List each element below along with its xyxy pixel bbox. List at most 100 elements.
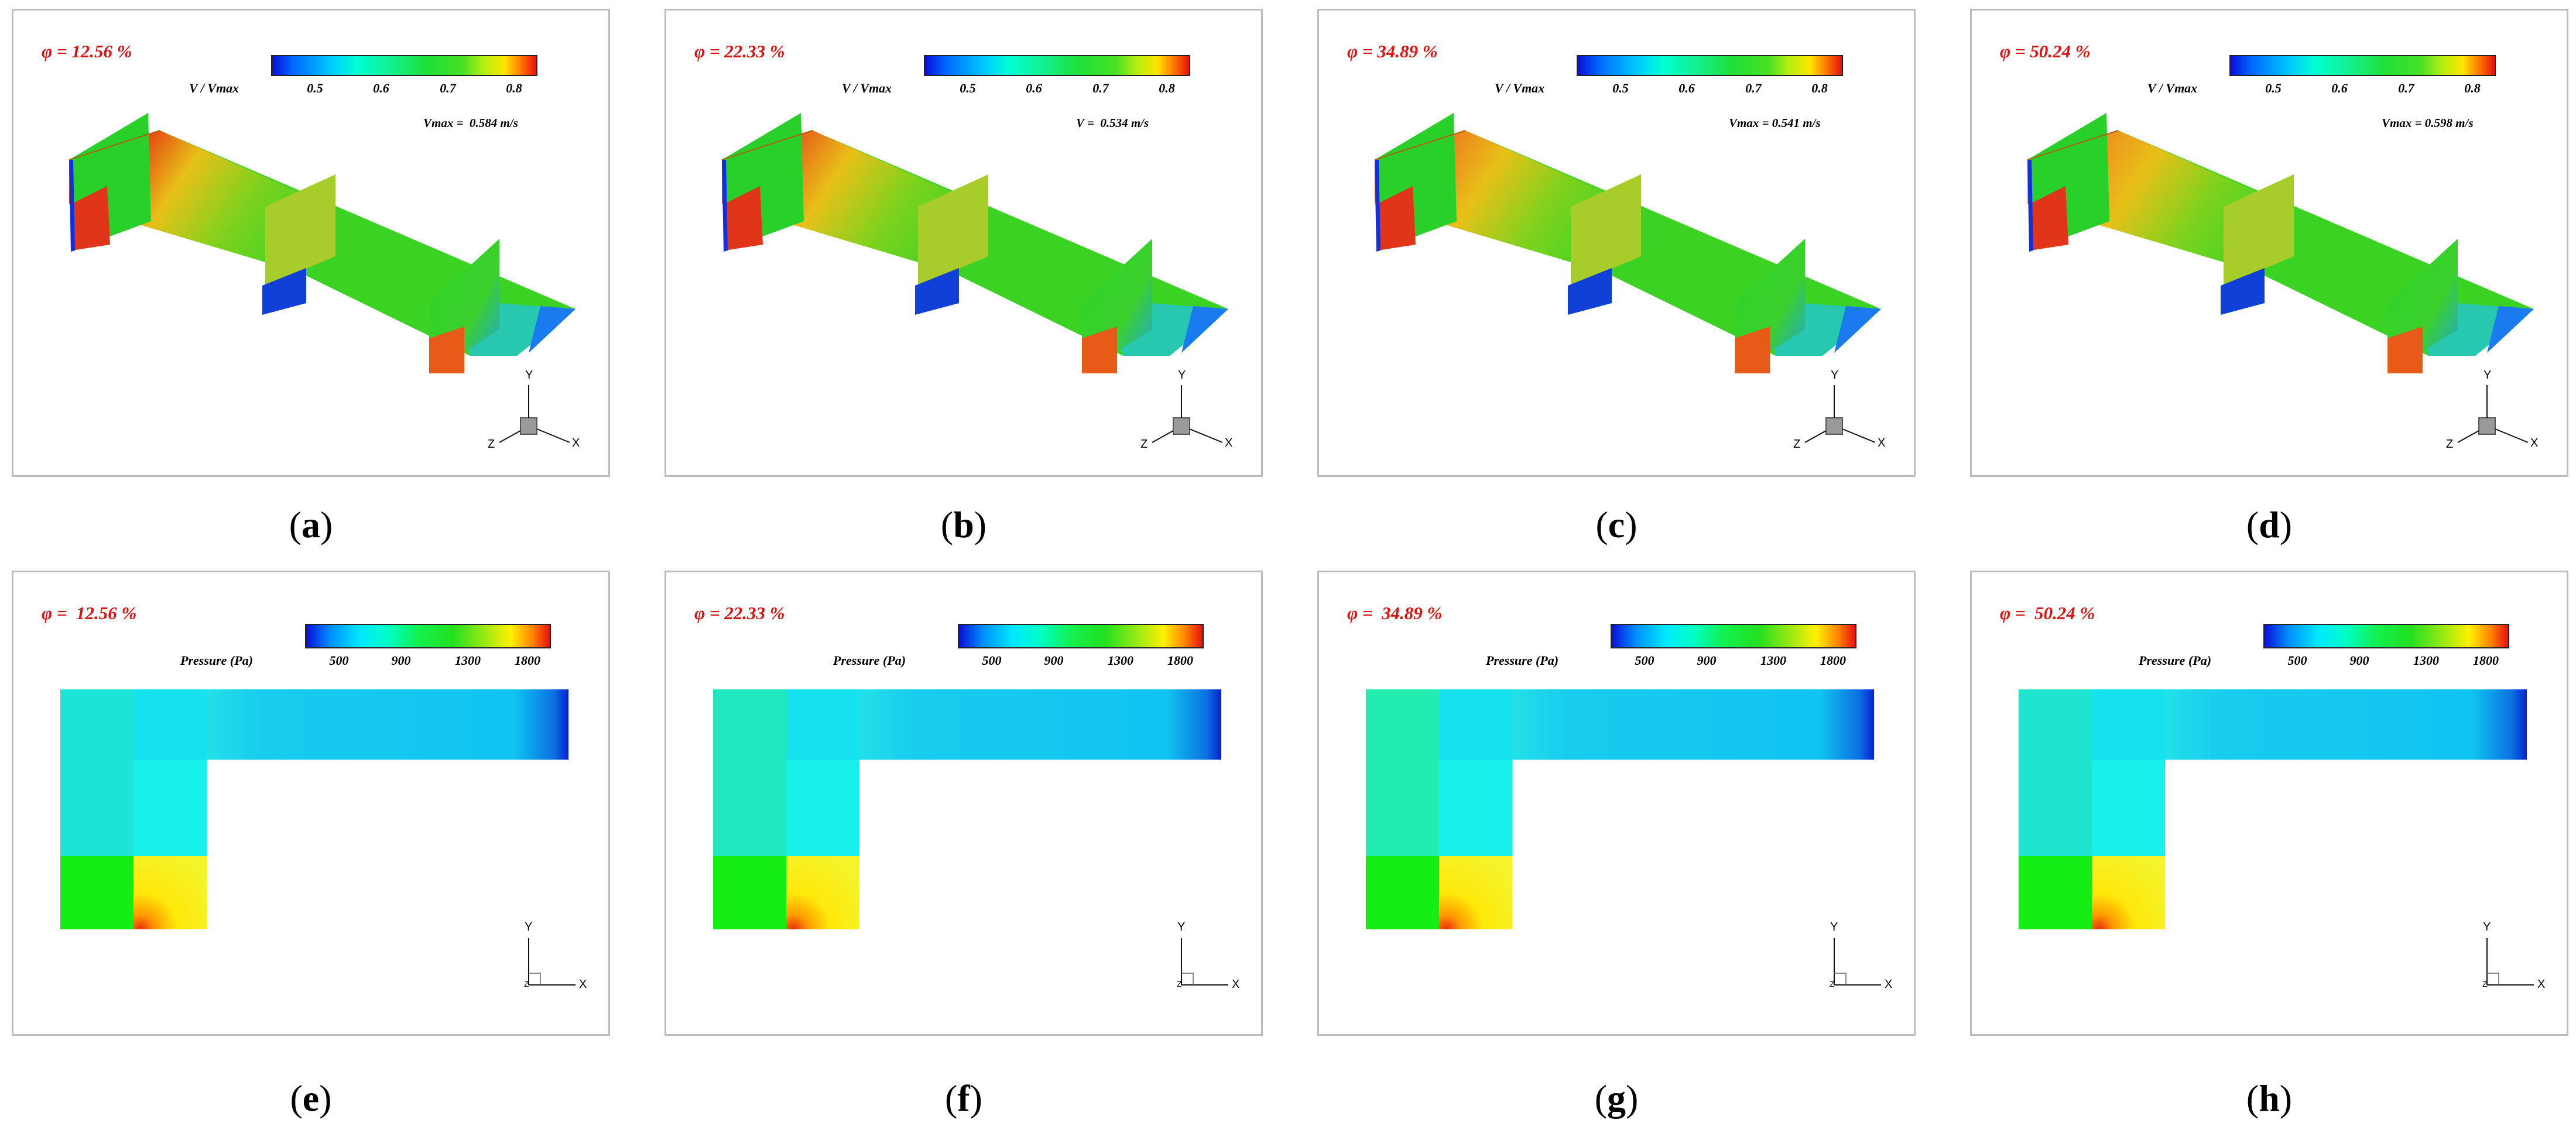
z-axis-label: Z (488, 438, 495, 451)
axis-cube (1173, 417, 1190, 435)
lower-left-block (60, 856, 133, 929)
velocity-colorbar (1577, 55, 1843, 76)
velocity-contour-view-a (68, 113, 576, 443)
x-axis-label: X (1225, 437, 1233, 449)
velocity-colorbar (2229, 55, 2496, 76)
duct-edge (1374, 130, 1466, 160)
colorbar-tick-label: 0.6 (2331, 81, 2348, 95)
velocity-colorbar (924, 55, 1190, 76)
z-axis-line (1152, 430, 1174, 443)
colorbar-tick-label: 0.5 (1612, 81, 1629, 95)
colorbar-tick-label: 900 (391, 653, 411, 668)
colorbar-title: V / Vmax (1495, 81, 1545, 95)
caption-paren-close: ) (970, 1077, 982, 1119)
colorbar-tick-label: 500 (2287, 653, 2307, 668)
x-axis-line (1189, 428, 1223, 443)
x-axis-label: X (579, 978, 587, 991)
colorbar-title: Pressure (Pa) (833, 653, 906, 668)
caption-paren-open: ( (2246, 504, 2259, 545)
z-axis-label: Z (1177, 979, 1182, 988)
horizontal-duct (859, 689, 1221, 760)
lower-corner-block (1439, 856, 1512, 929)
horizontal-duct (1512, 689, 1874, 760)
caption-paren-close: ) (2279, 1077, 2293, 1119)
vmax-label: Vmax = 0.584 m/s (423, 116, 518, 130)
colorbar-tick-label: 500 (329, 653, 349, 668)
outlet-section-hot (2387, 327, 2423, 373)
phi-label: φ = 34.89 % (1347, 41, 1438, 61)
velocity-colorbar (271, 55, 537, 76)
pressure-contour-view-g (1366, 689, 1881, 986)
mid-section-lower (2221, 268, 2265, 315)
x-axis-line (1842, 428, 1876, 443)
z-axis-line (2457, 430, 2479, 443)
mid-section-lower (1568, 268, 1612, 315)
duct-edge (721, 130, 813, 160)
lower-corner-block (2092, 856, 2165, 929)
colorbar-tick-label: 0.8 (506, 81, 522, 95)
y-axis-label: Y (1830, 921, 1838, 933)
colorbar-tick-label: 500 (1635, 653, 1654, 668)
lower-corner-block (786, 856, 859, 929)
colorbar-title: V / Vmax (842, 81, 892, 95)
colorbar-tick-label: 0.7 (440, 81, 456, 95)
left-column-upper (60, 689, 133, 856)
z-axis-marker (2487, 973, 2499, 985)
pressure-colorbar (958, 624, 1204, 648)
x-axis-label: X (2537, 978, 2546, 991)
x-axis-label: X (2530, 437, 2539, 449)
phi-label: φ = 22.33 % (694, 41, 785, 61)
velocity-contour-view-b (721, 113, 1228, 443)
z-axis-label: Z (1140, 438, 1148, 451)
colorbar-tick-label: 0.7 (1092, 81, 1109, 95)
caption-c: (c) (1581, 503, 1652, 547)
mid-section (2224, 174, 2294, 286)
mid-section-lower (915, 268, 959, 315)
caption-paren-open: ( (1595, 504, 1608, 545)
inlet-wall-edge (2027, 160, 2033, 252)
caption-a: (a) (276, 503, 346, 547)
lower-left-block (2019, 856, 2092, 929)
colorbar-tick-label: 0.5 (2265, 81, 2282, 95)
outlet-edge (1181, 306, 1228, 353)
colorbar-tick-label: 900 (1044, 653, 1064, 668)
inlet-wall-hot (72, 186, 110, 250)
horizontal-duct (2165, 689, 2527, 760)
vmax-label: Vmax = 0.541 m/s (1729, 116, 1821, 130)
colorbar-tick-label: 900 (2349, 653, 2369, 668)
x-axis-line (2495, 428, 2529, 443)
axis-cube (1825, 417, 1843, 435)
caption-paren-open: ( (940, 504, 954, 545)
z-axis-marker (529, 973, 541, 985)
colorbar-tick-label: 1800 (515, 653, 540, 668)
z-axis-marker (1181, 973, 1194, 985)
y-axis-label: Y (1831, 369, 1839, 382)
caption-f: (f) (929, 1077, 999, 1120)
pressure-colorbar (2263, 624, 2509, 648)
caption-letter: e (302, 1077, 320, 1119)
duct-junction (133, 689, 207, 760)
duct-edge (68, 130, 160, 160)
velocity-contour-view-d (2027, 113, 2534, 443)
colorbar-tick-label: 0.7 (1745, 81, 1762, 95)
caption-h: (h) (2234, 1077, 2304, 1120)
z-axis-marker (1834, 973, 1847, 985)
lower-left-block (713, 856, 786, 929)
colorbar-title: V / Vmax (2147, 81, 2198, 95)
outlet-section-hot (1735, 327, 1770, 373)
pressure-colorbar (1611, 624, 1856, 648)
z-axis-line (499, 430, 521, 443)
axis-cube (520, 417, 537, 435)
colorbar-tick-label: 1800 (1167, 653, 1193, 668)
caption-paren-close: ) (320, 504, 333, 545)
colorbar-title: Pressure (Pa) (1486, 653, 1559, 668)
caption-paren-open: ( (289, 504, 302, 545)
caption-b: (b) (929, 503, 999, 547)
inlet-wall-hot (725, 186, 763, 250)
y-axis-label: Y (525, 369, 533, 382)
z-axis-label: Z (1793, 438, 1801, 451)
x-axis-label: X (1232, 978, 1240, 991)
